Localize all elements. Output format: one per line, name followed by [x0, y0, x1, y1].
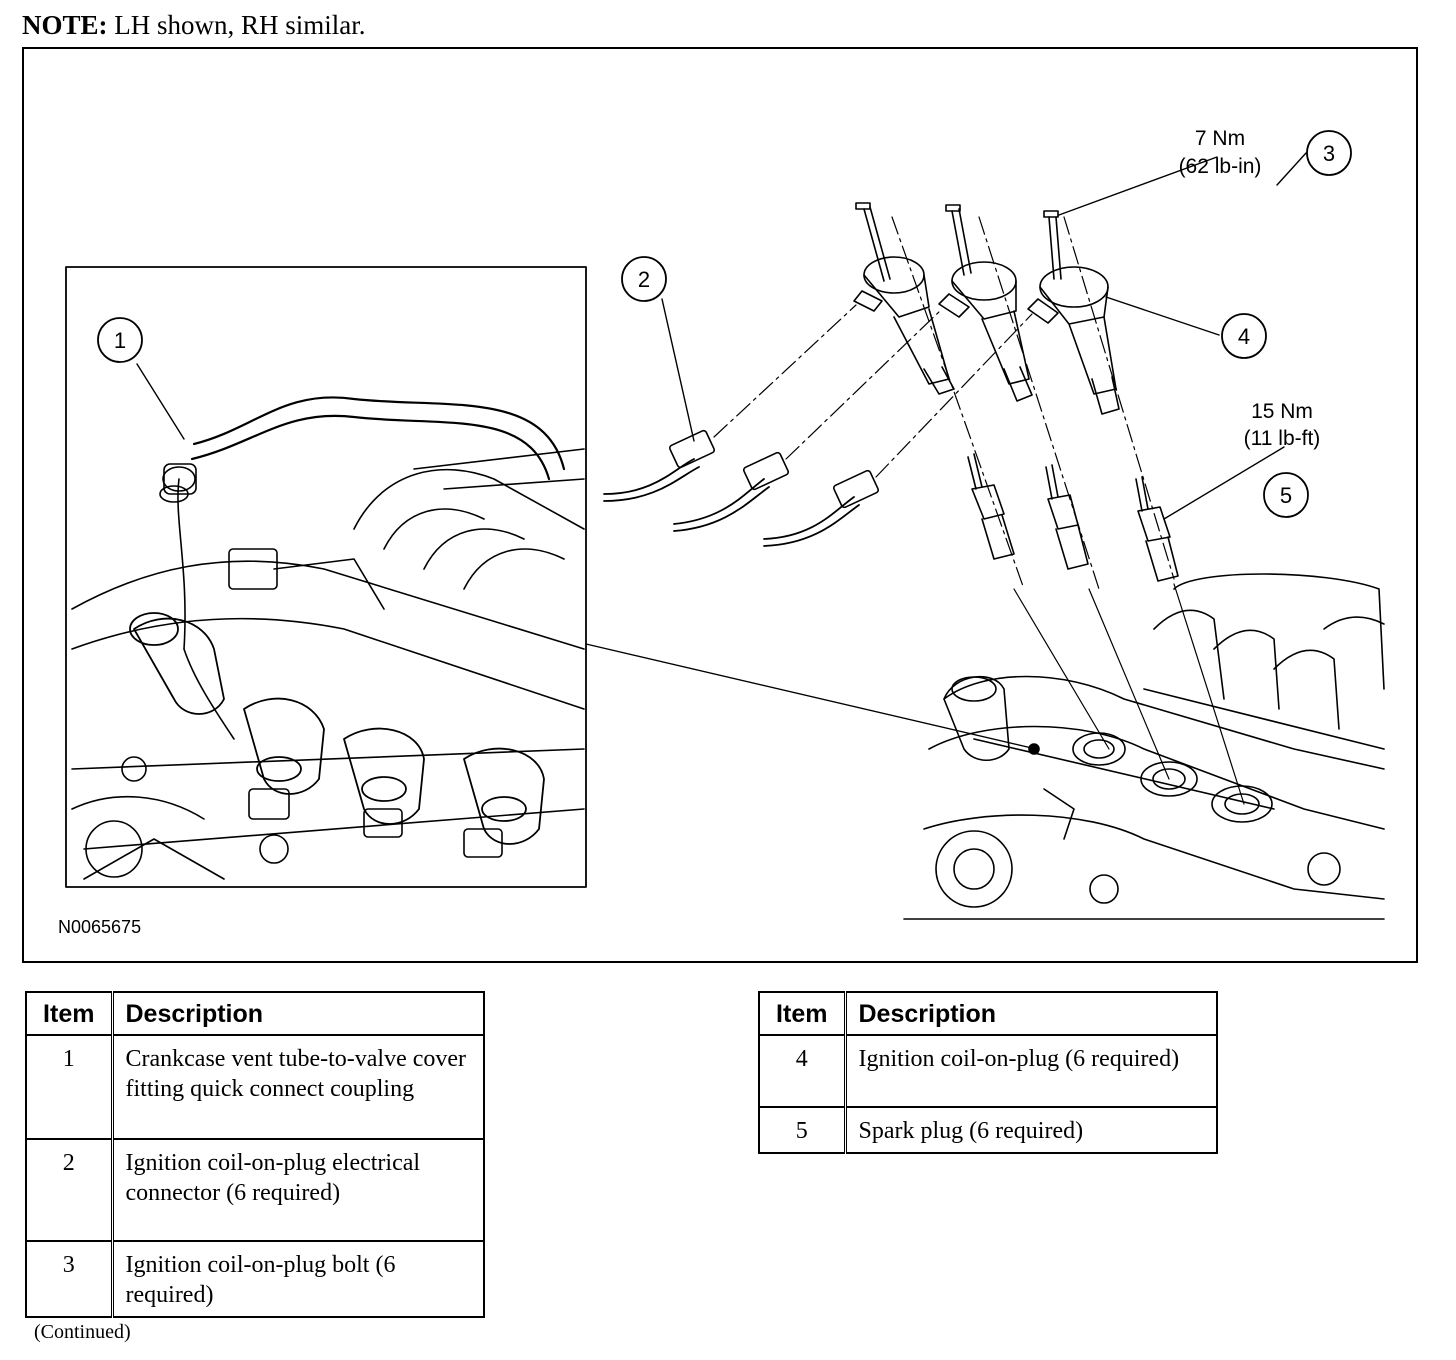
exploded-view-illustration: 1 2 3 7 Nm (62 lb-in) 4 5 15 Nm (11 lb-f…	[58, 127, 1385, 937]
item-description: Ignition coil-on-plug electrical connect…	[111, 1138, 485, 1242]
callout-1-number: 1	[114, 328, 126, 353]
table-row: 2 Ignition coil-on-plug electrical conne…	[25, 1138, 485, 1242]
note-line: NOTE: LH shown, RH similar.	[22, 10, 366, 41]
callout-5-torque-nm: 15 Nm	[1251, 400, 1313, 423]
table-row: 3 Ignition coil-on-plug bolt (6 required…	[25, 1240, 485, 1318]
callout-3-torque-imperial: (62 lb-in)	[1179, 155, 1262, 178]
item-column-header: Item	[25, 991, 114, 1036]
note-label: NOTE:	[22, 10, 108, 40]
continued-note: (Continued)	[34, 1321, 131, 1343]
note-text: LH shown, RH similar.	[114, 10, 366, 40]
figure-id: N0065675	[58, 917, 141, 937]
callout-5: 5 15 Nm (11 lb-ft)	[1244, 400, 1321, 518]
legend-table-right: Item Description 4 Ignition coil-on-plug…	[758, 991, 1218, 1154]
callout-4: 4	[1221, 313, 1267, 359]
callout-3-torque-nm: 7 Nm	[1195, 127, 1245, 150]
item-description: Ignition coil-on-plug (6 required)	[844, 1034, 1218, 1108]
diagram-frame: 1 2 3 7 Nm (62 lb-in) 4 5 15 Nm (11 lb-f…	[22, 47, 1418, 963]
inset-detail	[65, 266, 587, 888]
legend-header-row: Item Description	[758, 991, 1218, 1036]
engine-block	[903, 573, 1385, 920]
item-column-header: Item	[758, 991, 847, 1036]
item-description: Ignition coil-on-plug bolt (6 required)	[111, 1240, 485, 1318]
legend-table-left: Item Description 1 Crankcase vent tube-t…	[25, 991, 485, 1318]
callout-1: 1	[97, 317, 143, 363]
item-number: 5	[758, 1106, 847, 1154]
callout-3: 3 7 Nm (62 lb-in)	[1179, 127, 1352, 178]
table-row: 5 Spark plug (6 required)	[758, 1106, 1218, 1154]
callout-3-number: 3	[1323, 141, 1335, 166]
description-column-header: Description	[111, 991, 485, 1036]
callout-2: 2	[621, 256, 667, 302]
callout-leaders	[136, 152, 1307, 520]
callout-4-number: 4	[1238, 324, 1250, 349]
legend-header-row: Item Description	[25, 991, 485, 1036]
item-description: Crankcase vent tube-to-valve cover fitti…	[111, 1034, 485, 1140]
item-number: 3	[25, 1240, 114, 1318]
table-row: 1 Crankcase vent tube-to-valve cover fit…	[25, 1034, 485, 1140]
callout-5-number: 5	[1280, 483, 1292, 508]
callout-2-number: 2	[638, 267, 650, 292]
item-number: 1	[25, 1034, 114, 1140]
item-description: Spark plug (6 required)	[844, 1106, 1218, 1154]
table-row: 4 Ignition coil-on-plug (6 required)	[758, 1034, 1218, 1108]
coil-on-plug-assemblies	[603, 202, 1245, 805]
callout-5-torque-imperial: (11 lb-ft)	[1244, 427, 1321, 450]
item-number: 2	[25, 1138, 114, 1242]
description-column-header: Description	[844, 991, 1218, 1036]
item-number: 4	[758, 1034, 847, 1108]
